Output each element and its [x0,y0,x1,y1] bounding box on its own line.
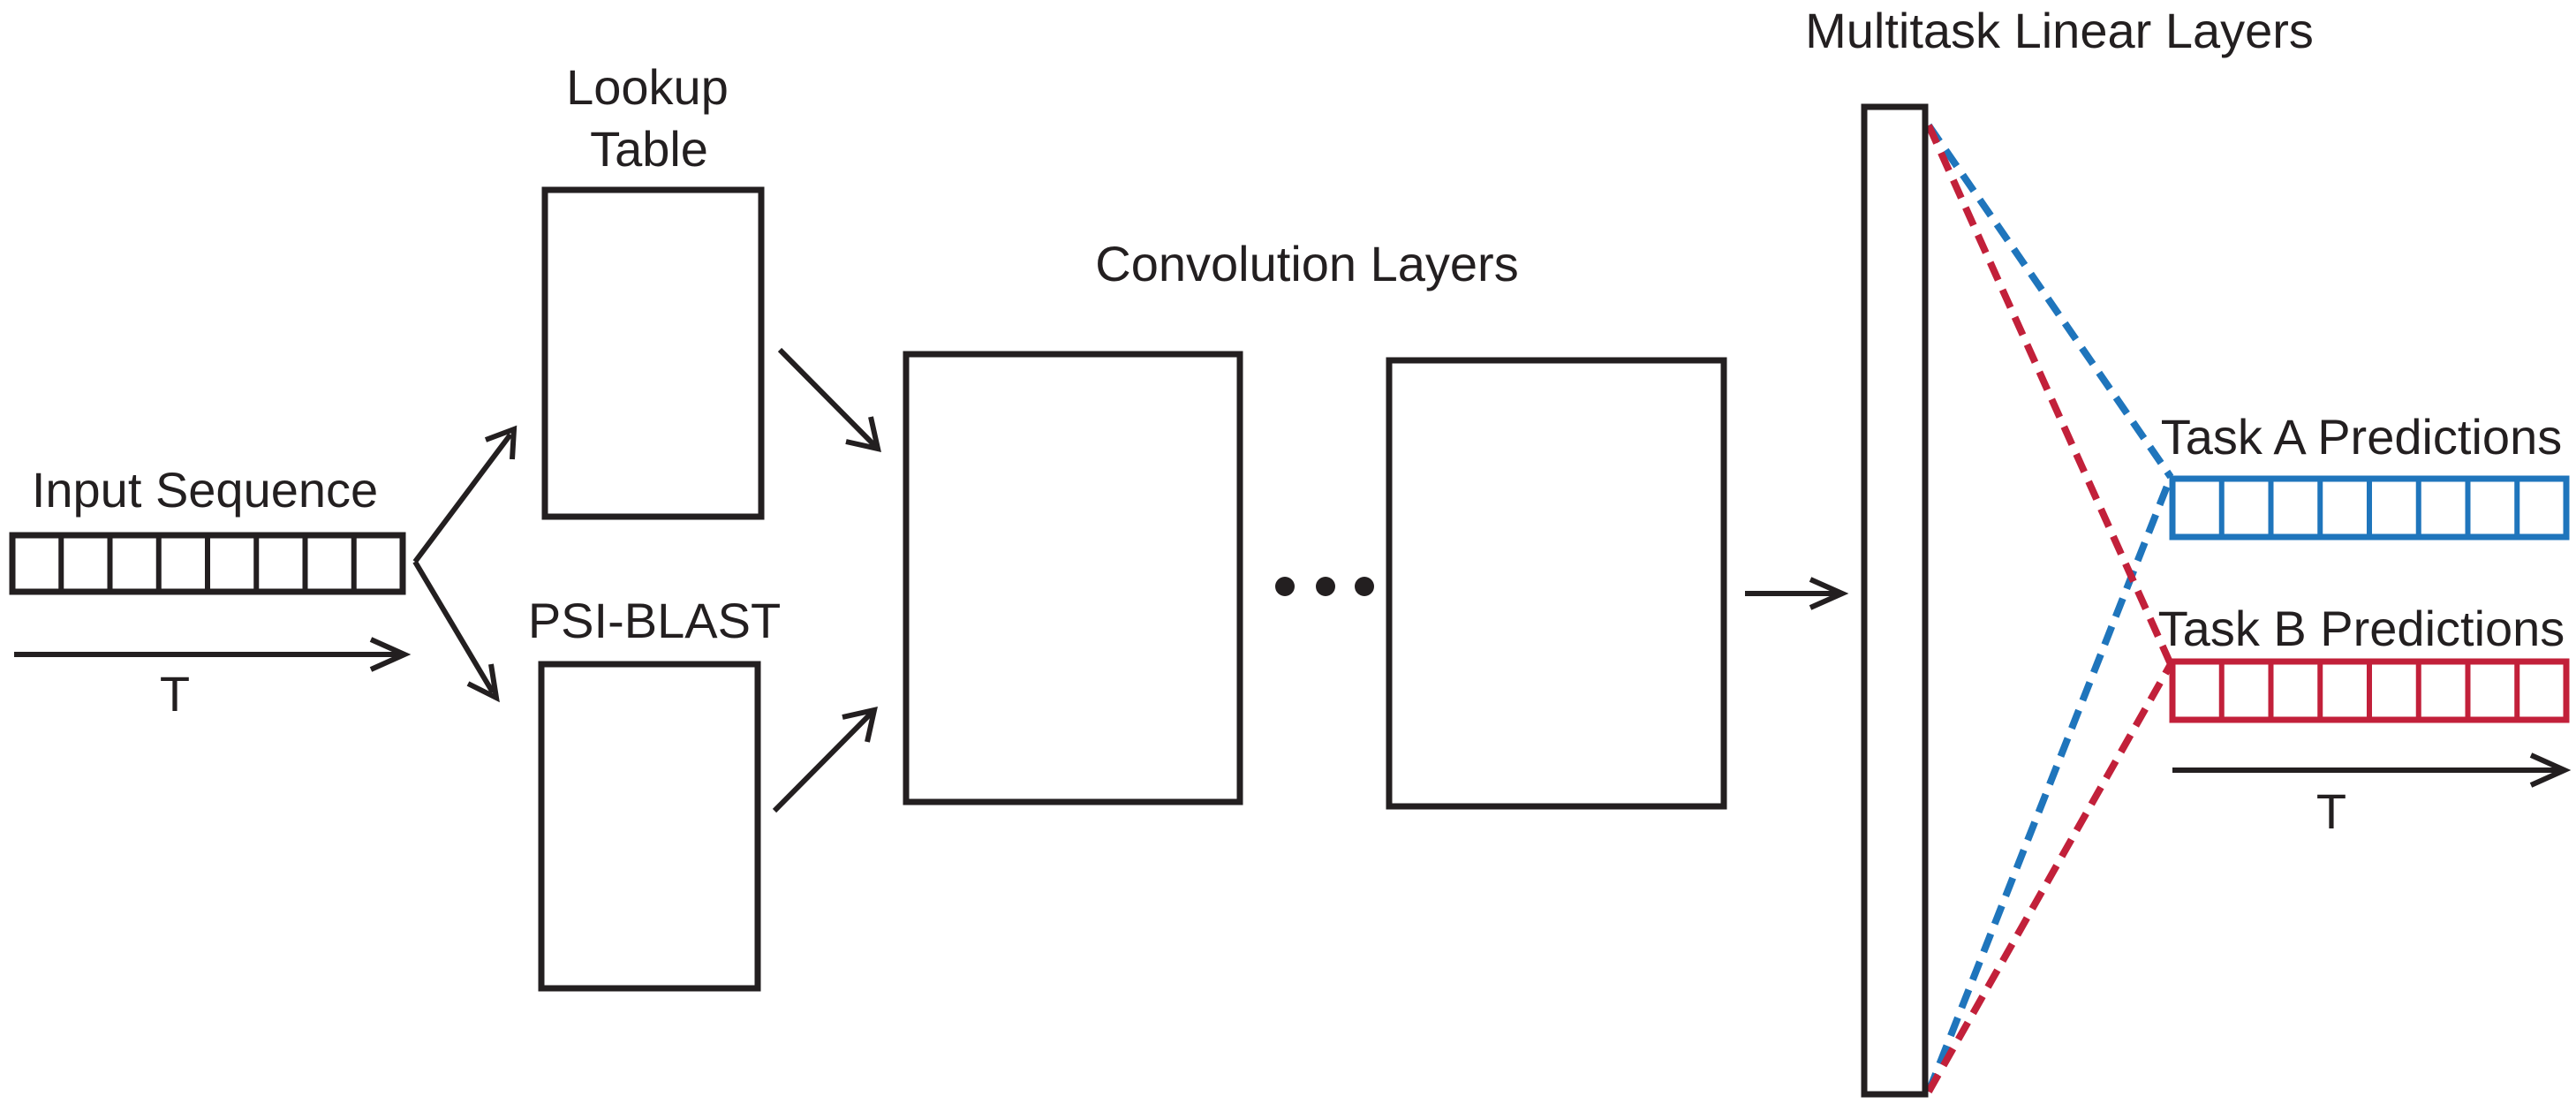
convolution-layer-box-1 [903,351,1243,805]
lookup-table-box [541,186,765,520]
task-b-label: Task B Predictions [2158,601,2565,656]
output-time-label: T [2316,783,2346,839]
task-b-connections [1925,124,2174,1093]
branch-arrow-to-lookup [412,425,517,563]
multitask-linear-layer-box [1861,103,1929,1098]
output-time-arrow [2172,752,2572,788]
arrow-conv-to-multitask [1745,577,1849,610]
task-a-label: Task A Predictions [2161,409,2562,465]
arrow-lookup-to-conv [777,347,881,452]
convolution-layers-label: Convolution Layers [1095,236,1518,291]
convolution-layer-box-2 [1386,357,1727,810]
input-time-arrow [14,637,412,672]
task-a-connections [1925,123,2174,1093]
multitask-linear-layers-label: Multitask Linear Layers [1805,3,2314,58]
task-a-prediction-strip [2169,475,2570,541]
input-time-label: T [160,666,190,722]
lookup-table-label-line2: Table [590,121,708,177]
branch-arrow-to-psi-blast [412,560,500,703]
input-sequence-label: Input Sequence [32,462,378,518]
lookup-table-label-line1: Lookup [566,59,729,115]
arrow-psi-blast-to-conv [772,707,878,813]
psi-blast-label: PSI-BLAST [528,593,781,648]
input-sequence-strip [9,532,406,595]
ellipsis-icon [1275,577,1374,596]
psi-blast-box [538,661,761,992]
task-b-prediction-strip [2169,658,2570,723]
